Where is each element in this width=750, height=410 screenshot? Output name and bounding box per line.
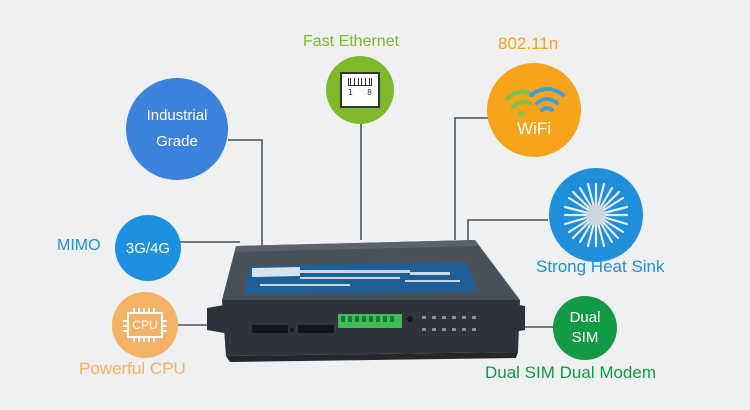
- industrial-line2: Grade: [156, 133, 198, 150]
- industrial-circle: Industrial Grade: [126, 78, 228, 180]
- dualsim-label: Dual SIM Dual Modem: [485, 363, 657, 382]
- ethernet-circle: 1 8: [326, 56, 394, 124]
- sim-slot-2: [298, 325, 334, 333]
- cpu-chip-text: CPU: [132, 318, 158, 332]
- mimo-label: MIMO: [57, 237, 101, 254]
- cpu-chip-icon: CPU: [123, 308, 167, 342]
- heatsink-circle: [549, 168, 643, 262]
- wifi-circle: WiFi: [487, 63, 581, 157]
- mimo-badge: 3G/4G: [125, 239, 171, 257]
- wifi-icon: [505, 87, 565, 117]
- heatsink-icon: [563, 182, 629, 248]
- wifi-connector: [454, 117, 488, 240]
- pin-8-label: 8: [367, 88, 372, 97]
- cpu-circle: CPU: [112, 292, 178, 358]
- pin-1-label: 1: [348, 88, 353, 97]
- heatsink-label: Strong Heat Sink: [536, 257, 665, 276]
- heatsink-connector: [467, 219, 548, 246]
- sim-slot-1: [252, 325, 288, 333]
- wifi-standard-label: 802.11n: [498, 34, 559, 53]
- mimo-circle: 3G/4G: [115, 215, 181, 281]
- dualsim-line1: Dual: [569, 309, 601, 326]
- dualsim-circle: Dual SIM: [553, 296, 617, 360]
- dualsim-line2: SIM: [571, 329, 599, 346]
- wifi-badge: WiFi: [517, 119, 551, 138]
- cpu-label: Powerful CPU: [79, 359, 186, 378]
- ethernet-label: Fast Ethernet: [303, 33, 400, 50]
- rj45-port-icon: 1 8: [340, 72, 380, 108]
- industrial-line1: Industrial: [146, 107, 208, 124]
- industrial-connector: [228, 139, 263, 248]
